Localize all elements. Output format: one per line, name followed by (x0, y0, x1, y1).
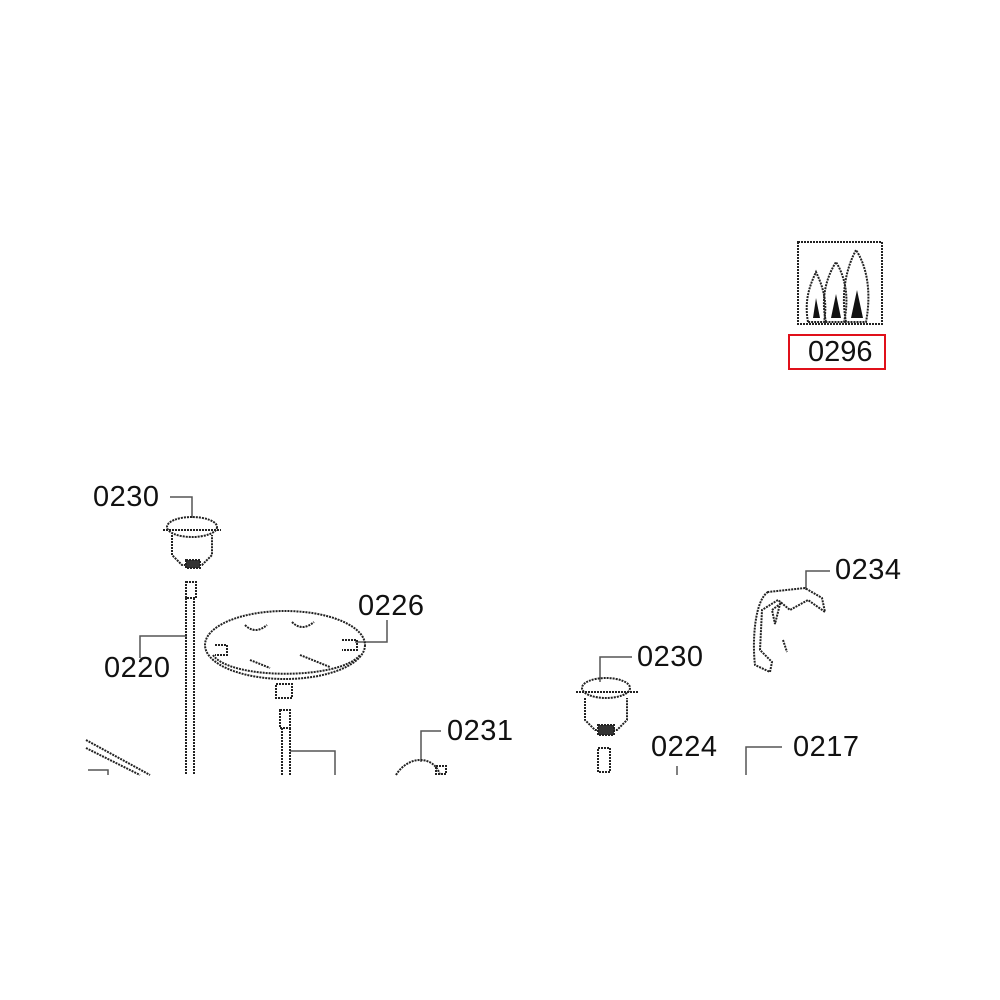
callout-burner-cap-mid[interactable]: 0230 (637, 641, 704, 673)
burner-cap-left (163, 516, 221, 599)
callout-small-burner[interactable]: 0231 (447, 715, 514, 747)
gas-flame-icon (797, 241, 883, 325)
bracket (752, 586, 827, 674)
legend-code-box[interactable]: 0296 (788, 334, 886, 370)
legend-code-label: 0296 (808, 336, 873, 368)
callout-burner-cap-left[interactable]: 0230 (93, 481, 160, 513)
small-burner (395, 758, 447, 776)
burner-cap-mid (576, 677, 638, 773)
leader-lines (88, 496, 830, 775)
callout-part-0217[interactable]: 0217 (793, 731, 860, 763)
callout-part-0224[interactable]: 0224 (651, 731, 718, 763)
burner-plate (204, 610, 366, 775)
callout-bracket[interactable]: 0234 (835, 554, 902, 586)
callout-pipe-left[interactable]: 0220 (104, 652, 171, 684)
pipe-left (185, 598, 195, 775)
callout-burner-plate[interactable]: 0226 (358, 590, 425, 622)
